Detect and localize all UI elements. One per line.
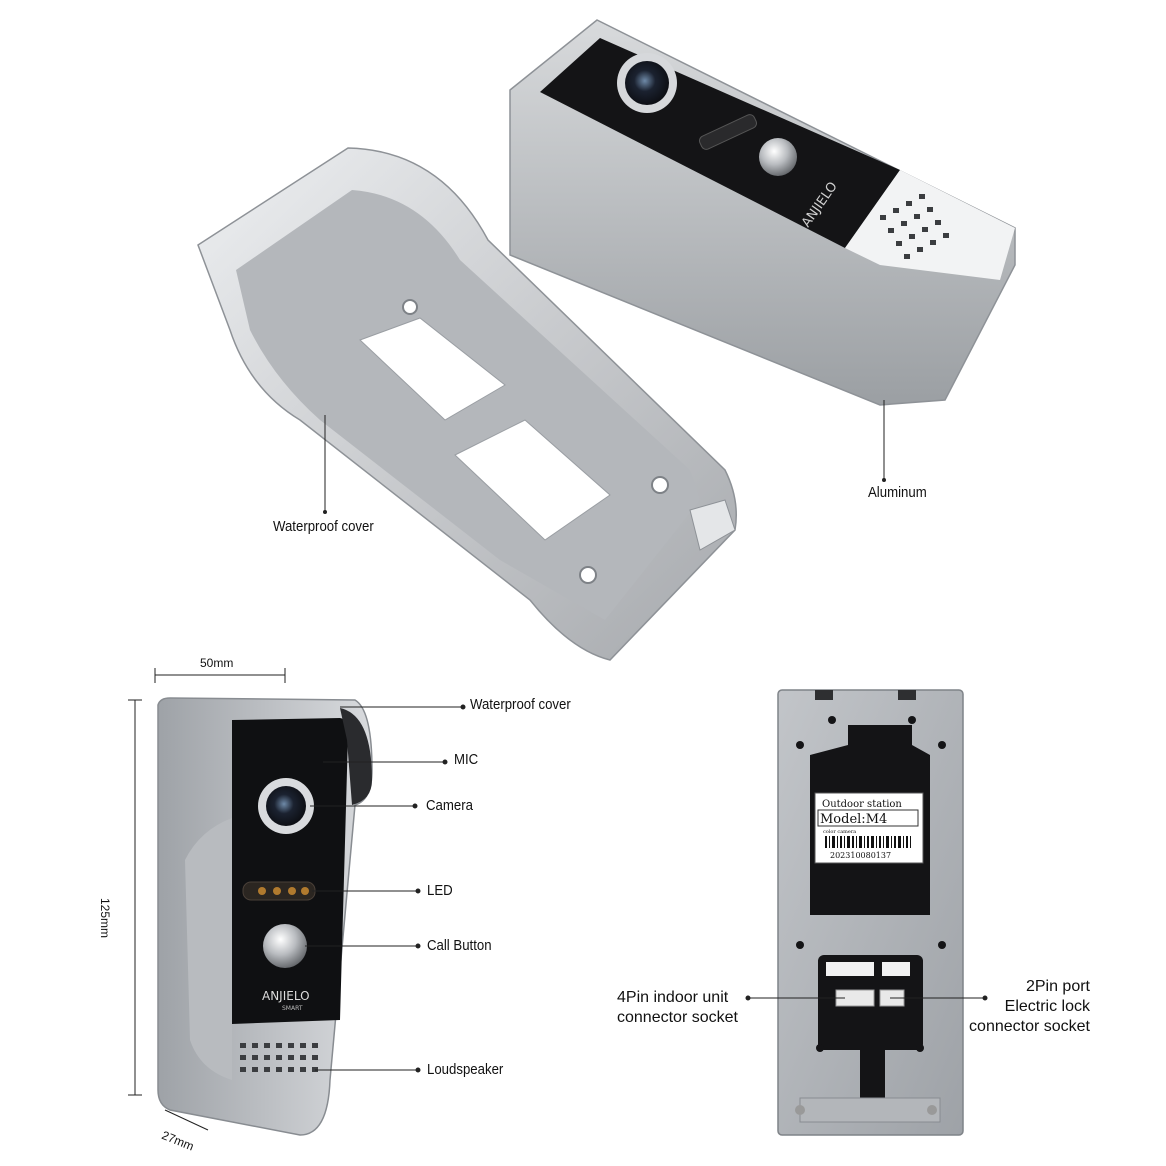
outdoor-unit-front: ANJIELO SMART: [157, 697, 373, 1136]
dimension-width: [154, 668, 286, 683]
brand-logo-sub: SMART: [282, 1005, 303, 1012]
label-2pin-line1: 2Pin port: [1025, 978, 1090, 995]
sticker-title: Outdoor station: [822, 799, 902, 810]
callout-lines-front: [305, 704, 466, 1073]
speaker-grille-top: [880, 194, 949, 259]
label-width-dimension: 50mm: [200, 656, 234, 670]
label-aluminum: Aluminum: [868, 484, 927, 501]
label-loudspeaker: Loudspeaker: [427, 1061, 504, 1078]
label-camera: Camera: [426, 797, 473, 814]
dimension-height: [128, 699, 142, 1096]
sticker-subtitle: color camera: [823, 829, 856, 835]
label-2pin-line2: Electric lock: [1004, 998, 1090, 1015]
sticker-model: Model:M4: [820, 812, 887, 827]
label-mic: MIC: [454, 751, 479, 768]
label-waterproof-cover-top: Waterproof cover: [273, 518, 374, 535]
brand-logo: ANJIELO: [262, 989, 310, 1003]
label-call-button: Call Button: [427, 937, 492, 954]
speaker-grille-front: [240, 1043, 318, 1072]
label-4pin-line2: connector socket: [617, 1009, 738, 1026]
label-height-dimension: 125mm: [98, 898, 112, 939]
barcode: [825, 836, 911, 848]
outdoor-unit-angled: ANJIELO: [509, 19, 1016, 406]
leader-dot: [323, 510, 327, 514]
sticker-serial: 202310080137: [830, 851, 891, 860]
dimension-depth: [164, 1109, 209, 1131]
label-led: LED: [427, 882, 453, 899]
waterproof-cover-bracket: [197, 147, 737, 661]
outdoor-unit-back: [777, 689, 964, 1136]
label-2pin-line3: connector socket: [969, 1018, 1090, 1035]
callout-lines-back: [745, 995, 988, 1001]
model-sticker: Outdoor station Model:M4 color camera 20…: [814, 792, 924, 864]
label-waterproof-cover-front: Waterproof cover: [470, 696, 571, 713]
label-4pin-line1: 4Pin indoor unit: [617, 989, 729, 1006]
leader-dot: [882, 478, 886, 482]
